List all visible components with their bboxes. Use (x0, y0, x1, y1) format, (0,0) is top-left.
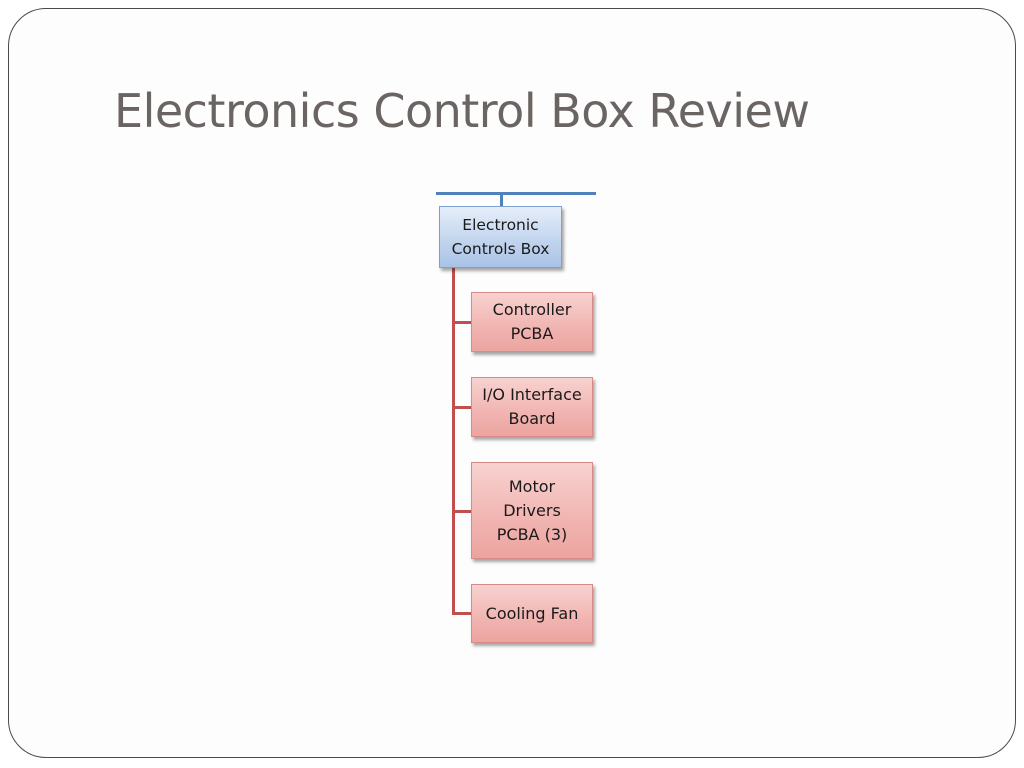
node-electronic-controls-box: Electronic Controls Box (439, 206, 562, 268)
node-motor-drivers-pcba: Motor Drivers PCBA (3) (471, 462, 593, 559)
top-connector-vertical (500, 192, 503, 206)
node-cooling-fan: Cooling Fan (471, 584, 593, 643)
node-io-interface-board: I/O Interface Board (471, 377, 593, 437)
child-connector-spine (452, 268, 455, 615)
top-connector-horizontal (436, 192, 596, 195)
child-connector-branch (452, 406, 471, 409)
child-connector-branch (452, 510, 471, 513)
child-connector-branch (452, 321, 471, 324)
slide-title: Electronics Control Box Review (114, 84, 810, 138)
child-connector-branch (452, 612, 471, 615)
node-controller-pcba: Controller PCBA (471, 292, 593, 352)
